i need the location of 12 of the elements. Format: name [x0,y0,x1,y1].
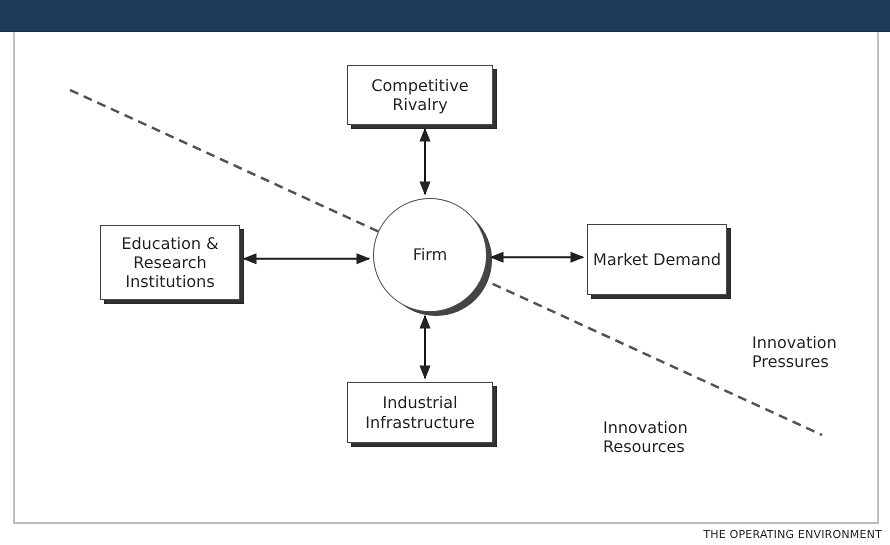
node-label: Competitive Rivalry [370,76,470,114]
node-label: Firm [412,245,448,265]
double-arrow [419,128,431,196]
node-label: Market Demand [593,250,721,270]
double-arrow [242,253,370,264]
node-label: Education & Research Institutions [120,234,220,292]
caption: THE OPERATING ENVIRONMENT [703,528,882,541]
node-label: Industrial Infrastructure [364,393,476,432]
double-arrow [490,252,584,263]
region-label: Innovation Pressures [752,333,838,372]
region-label: Innovation Resources [603,418,689,456]
double-arrow [419,314,431,380]
